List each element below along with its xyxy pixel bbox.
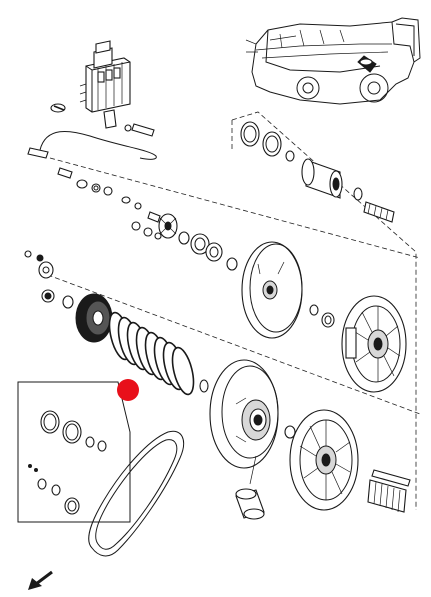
ribbed-pulley-upper (341, 295, 407, 393)
upper-washers (309, 304, 335, 328)
lower-washer (284, 425, 296, 439)
threaded-stud (367, 469, 411, 513)
flanged-disc (75, 293, 113, 343)
coil-spring (108, 311, 195, 396)
spring-coil (171, 346, 195, 396)
cable-end (27, 147, 49, 159)
v-belt (88, 430, 184, 557)
bushing-leader (249, 455, 257, 485)
cable (39, 130, 157, 160)
bearings-group (178, 231, 238, 271)
upper-pulley-disc (241, 241, 303, 339)
combine-harvester-icon (245, 17, 421, 105)
left-small-parts (24, 250, 74, 309)
spring-washer (199, 379, 209, 393)
arrow-down-left-icon (28, 570, 53, 590)
bushing (235, 488, 265, 520)
ribbed-pulley-lower (289, 409, 359, 511)
assembly-axis-lower (39, 271, 421, 415)
highlight-marker (117, 379, 139, 401)
small-fittings-row (57, 167, 162, 240)
lower-pulley-disc (209, 359, 279, 469)
upper-right-parts (240, 121, 395, 223)
valve-block (50, 40, 155, 137)
hub-flange (158, 213, 178, 239)
seal-kit-box (17, 381, 131, 523)
